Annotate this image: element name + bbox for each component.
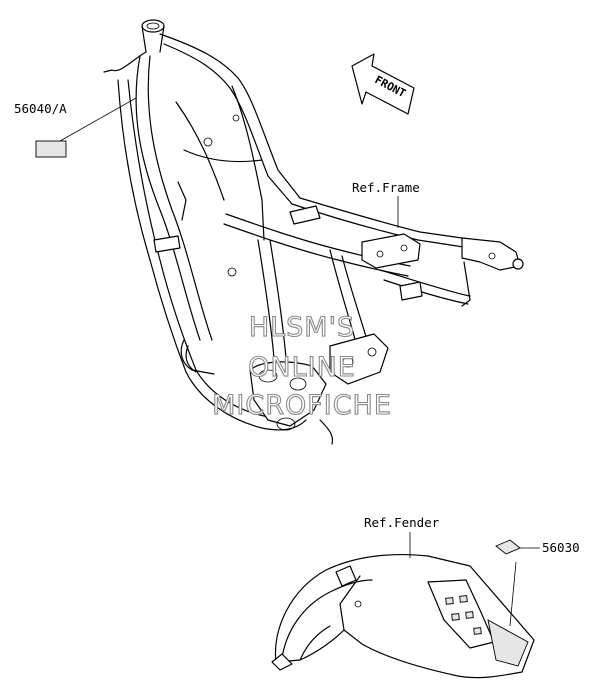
watermark-line-2: ONLINE [248,352,356,383]
frame-drawing [103,19,524,445]
ref-frame-callout: Ref.Frame [352,180,420,228]
watermark-line-3: MICROFICHE [212,390,392,421]
front-direction-arrow: FRONT [351,53,415,115]
ref-frame-label: Ref.Frame [352,180,420,195]
frame-decal-part [35,140,67,158]
part-number-56030: 56030 [542,540,580,555]
ref-fender-label: Ref.Fender [364,515,440,530]
watermark: HLSM'S ONLINE MICROFICHE [212,311,392,421]
fender-decal-leader-down [509,561,517,627]
fender-drawing [271,553,535,679]
fender-decal-callout: 56030 [495,539,580,627]
part-number-56040-a: 56040/A [14,101,67,116]
fender-decal-part [495,539,521,555]
watermark-line-1: HLSM'S [249,312,355,343]
ref-fender-callout: Ref.Fender [364,515,440,558]
frame-decal-leader [59,97,137,142]
frame-decal-callout: 56040/A [14,97,137,158]
